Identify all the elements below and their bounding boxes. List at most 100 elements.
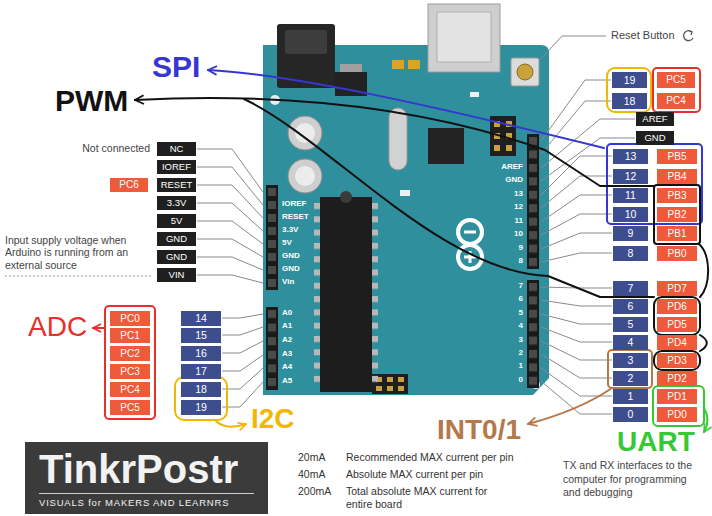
- silkscreen-label: 9: [519, 243, 523, 252]
- pin-name-box: 3.3V: [157, 196, 196, 210]
- pin-number-box: 15: [181, 328, 221, 343]
- pin-label: PC0: [120, 314, 139, 324]
- leader-line: [541, 300, 612, 306]
- spec-value: 20mA: [298, 451, 325, 463]
- annotation-title: UART: [617, 426, 695, 457]
- silkscreen-label-holder: AREF: [463, 163, 523, 171]
- pin-label: PC2: [120, 349, 139, 359]
- pin-header: [529, 280, 537, 388]
- silkscreen-label-holder: 3: [463, 336, 523, 344]
- pin-number-box: 4: [613, 335, 648, 350]
- silkscreen-label: IOREF: [282, 199, 306, 208]
- logo-tagline: VISUALS for MAKERS AND LEARNRS: [39, 498, 229, 508]
- pin-label: 7: [628, 283, 634, 294]
- usb-chip: [428, 128, 464, 164]
- pin-label: PD1: [667, 392, 686, 402]
- spi-annotation: [208, 70, 702, 224]
- uart-annotation: [653, 386, 708, 432]
- pin-label: PD5: [667, 320, 686, 330]
- logo-rule: [39, 493, 254, 494]
- icsp-header: [372, 116, 516, 394]
- annotation-title-holder: I2C: [251, 404, 295, 435]
- microcontroller-chip: [372, 203, 378, 389]
- pin-name-box: GND: [636, 131, 674, 145]
- leader-line: [540, 36, 606, 60]
- capacitor: [288, 116, 322, 150]
- spec-note: Recommended MAX current per pin: [346, 451, 514, 463]
- pin-number-box: 6: [613, 299, 648, 314]
- pin-label: 16: [195, 348, 207, 359]
- pin-label: 19: [624, 75, 636, 86]
- pin-label: VIN: [169, 270, 185, 280]
- silkscreen-label-holder: 7: [463, 282, 523, 290]
- silkscreen-label-holder: 9: [463, 244, 523, 252]
- microcontroller-chip: [314, 191, 378, 392]
- silkscreen-label-holder: 5: [463, 309, 523, 317]
- silkscreen-label: 3.3V: [282, 225, 298, 234]
- pin-label: NC: [170, 144, 184, 154]
- port-name-box: PB4: [657, 169, 697, 184]
- reset-button: [511, 58, 539, 86]
- annotation-title-holder: ADC: [28, 312, 87, 343]
- port-name-box: PD2: [657, 371, 697, 386]
- i2c-annotation: [175, 377, 227, 420]
- pin-header: [266, 307, 278, 390]
- silkscreen-label: 12: [514, 202, 523, 211]
- pin-header: [529, 134, 537, 269]
- port-name-box: PB3: [657, 188, 697, 203]
- i2c-annotation: [215, 420, 246, 427]
- callout-note-holder: TX and RX interfaces to the computer for…: [563, 459, 705, 500]
- leader-line: [541, 354, 612, 378]
- pin-label: PD0: [667, 410, 686, 420]
- callout-note-holder: Reset Button: [611, 29, 675, 42]
- pin-header: [268, 185, 276, 290]
- leader-line: [197, 149, 263, 192]
- port-name-box: PD4: [657, 335, 697, 350]
- supply-divider: [5, 276, 152, 277]
- port-name-box: PC5: [657, 72, 695, 88]
- pin-number-box: 5: [613, 317, 648, 332]
- port-name-box: PB2: [657, 207, 697, 222]
- pwm-annotation: [135, 98, 708, 370]
- port-name-box: PD1: [657, 389, 697, 404]
- silkscreen-label-holder: A1: [282, 322, 292, 330]
- reset-icon: [684, 31, 693, 41]
- silkscreen-label: A0: [282, 308, 292, 317]
- pin-label: PC3: [120, 367, 139, 377]
- pin-number-box: 18: [181, 382, 221, 397]
- pin-label: 17: [195, 366, 207, 377]
- spec-value-holder: 200mA: [298, 485, 331, 498]
- pwm-annotation: [699, 244, 708, 297]
- silkscreen-label: GND: [282, 264, 300, 273]
- uart-annotation: [653, 386, 704, 426]
- silkscreen-label: AREF: [501, 162, 523, 171]
- leader-line: [541, 327, 612, 342]
- smd-component: [408, 60, 420, 69]
- silkscreen-label: 0: [519, 375, 523, 384]
- pin-number-box: 10: [613, 207, 648, 222]
- i2c-annotation: [607, 68, 651, 112]
- callout-note: Reset Button: [611, 29, 675, 41]
- capacitor: [295, 166, 315, 186]
- pin-number-box: 13: [613, 149, 648, 164]
- pin-label: GND: [644, 133, 665, 143]
- pwm-annotation: [654, 297, 700, 335]
- board-outline: [263, 45, 549, 395]
- pin-number-box: 14: [181, 311, 221, 326]
- interrupt-annotation: [528, 350, 652, 424]
- port-name-box: PB5: [657, 149, 697, 164]
- pin-label: RESET: [161, 180, 193, 190]
- pin-label: 0: [628, 409, 634, 420]
- silkscreen-label-holder: 1: [463, 362, 523, 370]
- pin-label: PB3: [668, 191, 687, 201]
- silkscreen-label-holder: 0: [463, 376, 523, 384]
- pin-label: PC4: [666, 96, 685, 106]
- pin-name-box: VIN: [157, 268, 196, 282]
- icsp-header: [398, 386, 404, 391]
- pin-header: [266, 185, 278, 290]
- pin-label: PB0: [668, 249, 687, 259]
- pin-name-box: NC: [157, 142, 196, 156]
- silkscreen-label: A5: [282, 376, 292, 385]
- callout-note: Input supply voltage when Arduino is run…: [5, 234, 128, 271]
